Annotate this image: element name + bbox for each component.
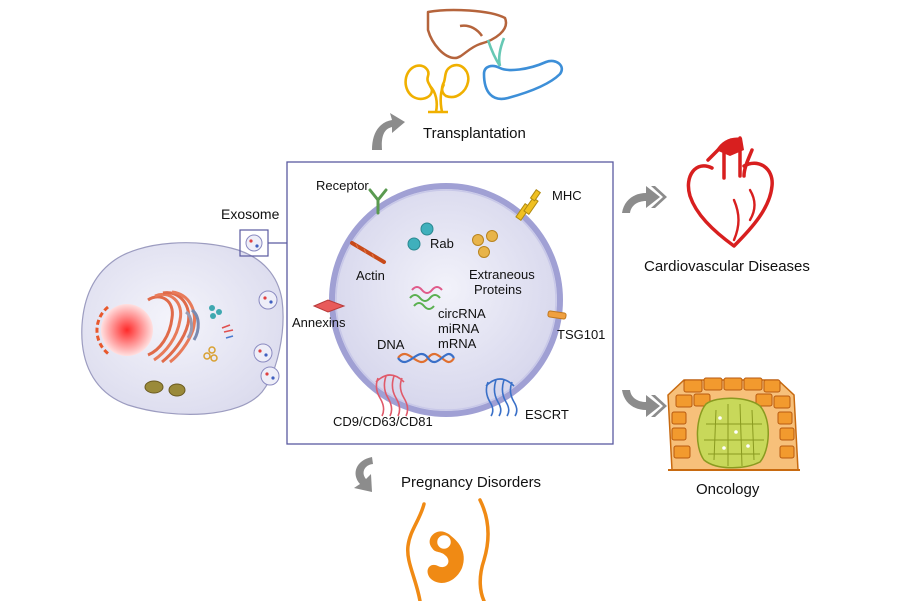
exosome-small-2 — [253, 343, 273, 363]
cell-membrane — [81, 242, 284, 415]
arrow-to-oncology — [622, 390, 667, 417]
rab-protein-1 — [420, 222, 434, 236]
rna-fragments — [221, 324, 234, 339]
mhc-label: MHC — [552, 188, 582, 203]
extraneous-label-2: Proteins — [474, 282, 522, 297]
rab-label: Rab — [430, 236, 454, 251]
mitochondria — [144, 380, 186, 397]
tumor-tissue-icon — [667, 377, 800, 471]
producing-cell — [81, 242, 284, 415]
cd-markers-label: CD9/CD63/CD81 — [333, 414, 433, 429]
mrna-label: mRNA — [438, 336, 477, 351]
circrna-label: circRNA — [438, 306, 486, 321]
exosome-small-1 — [258, 290, 278, 310]
escrt-protein — [485, 378, 518, 417]
nuclear-envelope — [95, 305, 111, 357]
nucleus — [101, 304, 153, 356]
rab-protein-2 — [407, 237, 421, 251]
golgi-stack — [184, 310, 194, 339]
pancreas-icon — [482, 37, 564, 101]
dna-label: DNA — [377, 337, 405, 352]
mhc-protein — [515, 189, 542, 221]
extraneous-proteins — [472, 230, 498, 258]
tsg101-protein — [547, 310, 567, 320]
golgi-apparatus — [147, 290, 196, 364]
exosome-label: Exosome — [221, 206, 280, 222]
exosome-small-3 — [260, 366, 280, 386]
escrt-label: ESCRT — [525, 407, 569, 422]
kidneys-icon — [404, 63, 470, 114]
oncology-label: Oncology — [696, 481, 760, 498]
actin-label: Actin — [356, 268, 385, 283]
mirna-label: miRNA — [438, 321, 480, 336]
arrow-to-cardiovascular — [622, 186, 667, 213]
annexin-protein — [312, 299, 346, 313]
annexins-label: Annexins — [292, 315, 346, 330]
receptor-protein — [368, 188, 388, 215]
arrow-to-transplantation — [372, 113, 405, 150]
receptor-label: Receptor — [316, 178, 369, 193]
tetraspanin-protein — [375, 374, 409, 417]
arrow-to-pregnancy — [354, 457, 373, 492]
extraneous-label-1: Extraneous — [469, 267, 535, 282]
pregnant-body-icon — [406, 498, 490, 603]
rna-strands — [409, 286, 443, 310]
liver-icon — [426, 8, 508, 60]
multivesicular-body — [203, 305, 222, 362]
tsg101-label: TSG101 — [557, 327, 606, 342]
transplantation-label: Transplantation — [423, 125, 526, 142]
released-exosomes — [253, 290, 280, 386]
cardiovascular-label: Cardiovascular Diseases — [644, 258, 810, 275]
exosome-vesicle — [329, 183, 563, 417]
pregnancy-label: Pregnancy Disorders — [401, 474, 542, 491]
dna-helix — [397, 352, 455, 364]
